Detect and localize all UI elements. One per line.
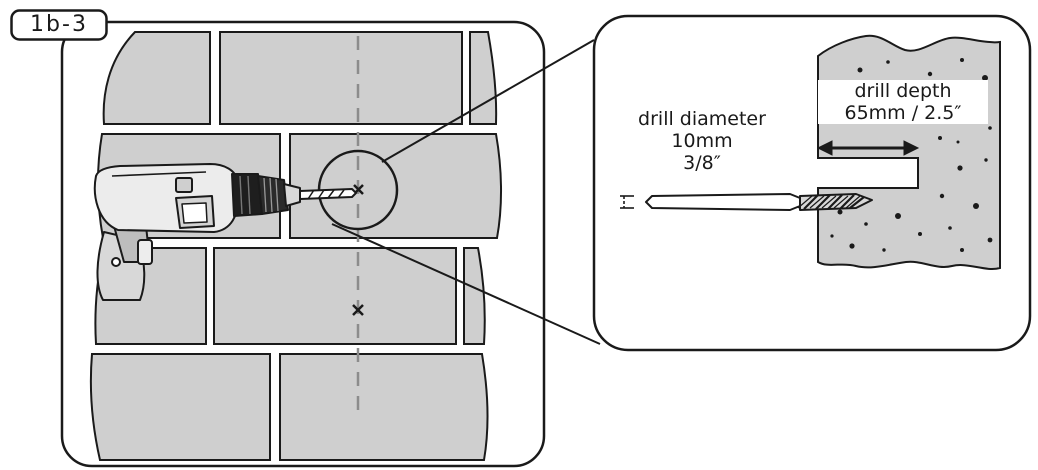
zoom-connector-bottom [331, 223, 601, 345]
drill-depth-title: drill depth [854, 80, 952, 102]
brick [102, 31, 211, 125]
drill-diameter-metric: 10mm [671, 130, 733, 152]
lower-x-mark [352, 304, 364, 316]
drill-chuck [257, 175, 289, 215]
brick [89, 353, 271, 461]
power-drill [93, 163, 357, 301]
depth-arrow [816, 140, 920, 156]
brick [219, 31, 463, 125]
zoom-connector-top [381, 39, 595, 163]
brick [279, 353, 489, 461]
step-label: 1b-3 [10, 9, 108, 41]
step-label-frame [10, 9, 108, 41]
brick [463, 247, 486, 345]
detail-panel [592, 14, 1032, 352]
diameter-indicator [620, 195, 634, 209]
drill-depth-value: 65mm / 2.5″ [844, 102, 962, 124]
drill-depth-label: drill depth 65mm / 2.5″ [818, 80, 988, 124]
brick [289, 133, 503, 239]
drill-diameter-label: drill diameter 10mm 3/8″ [612, 108, 792, 174]
brick-wall-panel [60, 20, 546, 468]
drill-diameter-title: drill diameter [638, 108, 766, 130]
detail-drill-bit [645, 193, 873, 211]
step-label-text: 1b-3 [30, 12, 88, 37]
drill-diameter-imperial: 3/8″ [683, 152, 721, 174]
brick [213, 247, 457, 345]
